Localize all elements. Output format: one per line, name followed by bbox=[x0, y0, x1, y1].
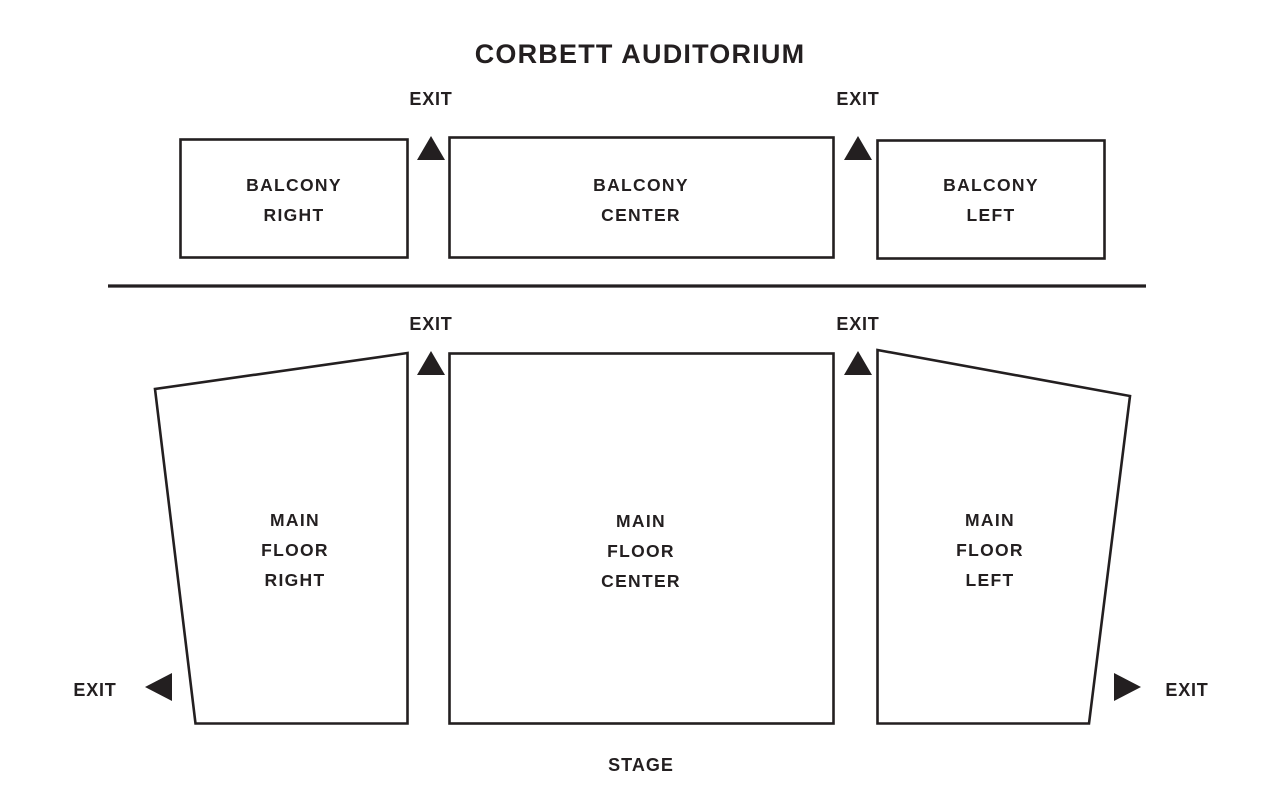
section-shape bbox=[876, 139, 1106, 260]
section-label-line2: FLOOR bbox=[956, 540, 1024, 560]
exit-arrow-up-icon bbox=[417, 136, 445, 160]
section-main-floor-center[interactable]: MAIN FLOOR CENTER bbox=[448, 352, 835, 725]
section-main-floor-right[interactable]: MAIN FLOOR RIGHT bbox=[153, 351, 409, 725]
exit-label: EXIT bbox=[1165, 680, 1208, 700]
exit-balcony-left[interactable]: EXIT bbox=[836, 89, 879, 160]
exit-label: EXIT bbox=[409, 89, 452, 109]
section-balcony-center[interactable]: BALCONY CENTER bbox=[448, 136, 835, 259]
section-label-line1: BALCONY bbox=[593, 175, 689, 195]
section-balcony-left[interactable]: BALCONY LEFT bbox=[876, 139, 1106, 260]
section-label-line2: FLOOR bbox=[261, 540, 329, 560]
section-label-line2: RIGHT bbox=[264, 205, 325, 225]
exit-label: EXIT bbox=[409, 314, 452, 334]
exit-main-floor-side-right[interactable]: EXIT bbox=[73, 673, 172, 701]
section-label-line3: CENTER bbox=[601, 571, 681, 591]
section-label-line2: CENTER bbox=[601, 205, 681, 225]
section-label-line2: LEFT bbox=[967, 205, 1016, 225]
section-shape bbox=[153, 351, 409, 725]
section-main-floor-left[interactable]: MAIN FLOOR LEFT bbox=[876, 348, 1132, 725]
section-shape bbox=[448, 352, 835, 725]
section-label-line1: BALCONY bbox=[246, 175, 342, 195]
exit-arrow-up-icon bbox=[417, 351, 445, 375]
exit-label: EXIT bbox=[73, 680, 116, 700]
section-label-line1: MAIN bbox=[965, 510, 1015, 530]
section-balcony-right[interactable]: BALCONY RIGHT bbox=[179, 138, 409, 259]
section-shape bbox=[876, 348, 1132, 725]
section-label-line1: MAIN bbox=[616, 511, 666, 531]
exit-balcony-right[interactable]: EXIT bbox=[409, 89, 452, 160]
exit-arrow-right-icon bbox=[1114, 673, 1141, 701]
exit-label: EXIT bbox=[836, 314, 879, 334]
stage-label: STAGE bbox=[608, 755, 674, 775]
section-label-line3: LEFT bbox=[966, 570, 1015, 590]
section-shape bbox=[448, 136, 835, 259]
exit-main-floor-side-left[interactable]: EXIT bbox=[1114, 673, 1209, 701]
section-label-line3: RIGHT bbox=[265, 570, 326, 590]
exit-arrow-left-icon bbox=[145, 673, 172, 701]
section-shape bbox=[179, 138, 409, 259]
page-title: CORBETT AUDITORIUM bbox=[475, 39, 806, 69]
section-label-line1: BALCONY bbox=[943, 175, 1039, 195]
section-label-line2: FLOOR bbox=[607, 541, 675, 561]
section-label-line1: MAIN bbox=[270, 510, 320, 530]
exit-arrow-up-icon bbox=[844, 136, 872, 160]
exit-label: EXIT bbox=[836, 89, 879, 109]
exit-main-floor-upper-left[interactable]: EXIT bbox=[836, 314, 879, 375]
exit-main-floor-upper-right[interactable]: EXIT bbox=[409, 314, 452, 375]
exit-arrow-up-icon bbox=[844, 351, 872, 375]
